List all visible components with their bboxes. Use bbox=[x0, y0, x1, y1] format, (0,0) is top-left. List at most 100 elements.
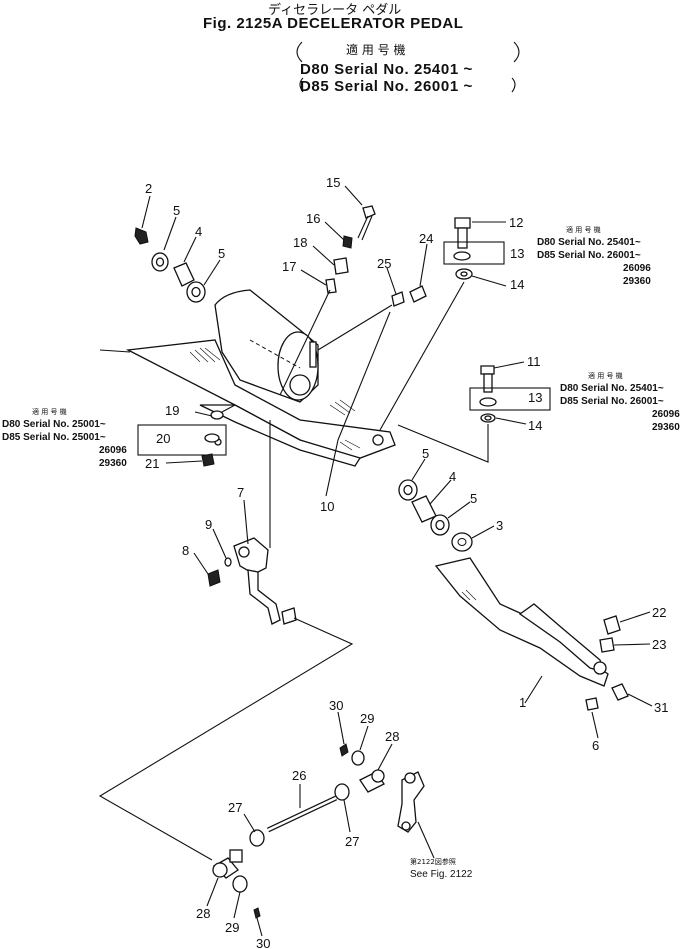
callout-10: 10 bbox=[320, 499, 334, 514]
leader-5a bbox=[163, 216, 177, 251]
callout-30: 30 bbox=[256, 936, 270, 949]
header-bracket-left bbox=[296, 41, 303, 63]
leader-30b bbox=[256, 917, 263, 937]
callout-4: 4 bbox=[449, 469, 456, 484]
callout-25: 25 bbox=[377, 256, 391, 271]
see-fig-label: See Fig. 2122 bbox=[410, 869, 473, 880]
connecting-arm bbox=[397, 771, 425, 833]
linkage-outline bbox=[98, 617, 354, 861]
note-upper-line1: D80 Serial No. 25401~ bbox=[537, 237, 641, 248]
callout-21: 21 bbox=[145, 456, 159, 471]
note-left-line2: D85 Serial No. 25001~ bbox=[2, 432, 106, 443]
callout-18: 18 bbox=[293, 235, 307, 250]
left-bolt-axis bbox=[221, 404, 236, 413]
leader-7 bbox=[243, 499, 249, 545]
header-applicable-label: 適 用 号 機 bbox=[346, 42, 405, 57]
callout-4: 4 bbox=[195, 224, 202, 239]
leader-27a bbox=[243, 813, 256, 833]
leader-6 bbox=[591, 711, 599, 739]
figure-title: Fig. 2125A DECELERATOR PEDAL bbox=[203, 15, 463, 32]
callout-28: 28 bbox=[196, 906, 210, 921]
lever-arm bbox=[233, 537, 297, 625]
box-20 bbox=[137, 424, 227, 456]
spring-guide-line bbox=[279, 289, 331, 396]
leader-8 bbox=[193, 552, 209, 575]
leader-4a bbox=[183, 236, 197, 263]
leader-31 bbox=[627, 693, 653, 707]
leader-24 bbox=[419, 243, 428, 287]
leader-5d bbox=[447, 501, 471, 519]
left-bolt-set bbox=[201, 410, 224, 467]
callout-2: 2 bbox=[145, 181, 152, 196]
leader-25 bbox=[386, 267, 397, 295]
bracket-tip-line bbox=[99, 349, 131, 353]
note-upper-applicable: 適 用 号 機 bbox=[566, 225, 601, 234]
decelerator-pedal bbox=[434, 557, 609, 687]
callout-27: 27 bbox=[228, 800, 242, 815]
callout-20: 20 bbox=[156, 431, 170, 446]
bolt-axis-line bbox=[317, 304, 393, 351]
leader-28b bbox=[206, 877, 219, 907]
header-serial-d80: D80 Serial No. 25401 ~ bbox=[300, 61, 473, 78]
pedal-hardware bbox=[585, 615, 629, 711]
note-middle-applicable: 適 用 号 機 bbox=[588, 371, 623, 380]
leader-19 bbox=[194, 411, 213, 417]
leader-10 bbox=[325, 439, 339, 497]
leader-18 bbox=[312, 245, 335, 266]
callout-29: 29 bbox=[360, 711, 374, 726]
header-serial-d85: D85 Serial No. 26001 ~ bbox=[300, 78, 473, 95]
leader-9 bbox=[212, 528, 227, 559]
callout-6: 6 bbox=[592, 738, 599, 753]
note-left-line1: D80 Serial No. 25001~ bbox=[2, 419, 106, 430]
header-bracket-lower-right bbox=[511, 77, 516, 93]
lower-right-bushing-set bbox=[398, 479, 473, 552]
callout-13: 13 bbox=[528, 390, 542, 405]
leader-1 bbox=[524, 675, 543, 704]
note-upper-line3: 26096 bbox=[623, 263, 651, 274]
bolt-8 bbox=[207, 569, 221, 587]
leader-22 bbox=[619, 611, 651, 623]
callout-5: 5 bbox=[218, 246, 225, 261]
bolt11-axis-line bbox=[397, 424, 489, 463]
leader-30a bbox=[337, 711, 345, 745]
upper-right-bolt-set bbox=[453, 217, 473, 280]
callout-14: 14 bbox=[528, 418, 542, 433]
callout-5: 5 bbox=[470, 491, 477, 506]
rod-assembly bbox=[212, 743, 385, 919]
leader-21 bbox=[165, 460, 203, 464]
callout-7: 7 bbox=[237, 485, 244, 500]
leader-14b bbox=[495, 417, 527, 425]
callout-27: 27 bbox=[345, 834, 359, 849]
note-upper-line4: 29360 bbox=[623, 276, 651, 287]
callout-15: 15 bbox=[326, 175, 340, 190]
callout-9: 9 bbox=[205, 517, 212, 532]
callout-26: 26 bbox=[292, 768, 306, 783]
callout-29: 29 bbox=[225, 920, 239, 935]
shaft-centerline bbox=[249, 339, 301, 369]
leader-5c bbox=[411, 458, 426, 481]
adjusting-bolt-set bbox=[325, 205, 376, 294]
japanese-title: ディセラレータ ペダル bbox=[268, 2, 401, 18]
callout-11: 11 bbox=[527, 354, 541, 369]
leader-29a bbox=[359, 725, 369, 751]
note-middle-line3: 26096 bbox=[652, 409, 680, 420]
callout-28: 28 bbox=[385, 729, 399, 744]
note-middle-line4: 29360 bbox=[652, 422, 680, 433]
note-left-applicable: 適 用 号 機 bbox=[32, 407, 67, 416]
leader-28a bbox=[377, 743, 393, 771]
callout-19: 19 bbox=[165, 403, 179, 418]
header-bracket-right bbox=[513, 41, 520, 63]
leader-14a bbox=[471, 275, 507, 287]
leader-see-fig bbox=[417, 821, 435, 859]
bolt-24-25 bbox=[391, 285, 427, 307]
leader-10b bbox=[337, 311, 391, 441]
leader-27b bbox=[343, 799, 351, 833]
callout-30: 30 bbox=[329, 698, 343, 713]
leader-11 bbox=[493, 361, 525, 369]
note-middle-line1: D80 Serial No. 25401~ bbox=[560, 383, 664, 394]
note-left-line3: 26096 bbox=[99, 445, 127, 456]
callout-3: 3 bbox=[496, 518, 503, 533]
washer-9 bbox=[224, 557, 232, 567]
leader-4b bbox=[429, 479, 452, 505]
